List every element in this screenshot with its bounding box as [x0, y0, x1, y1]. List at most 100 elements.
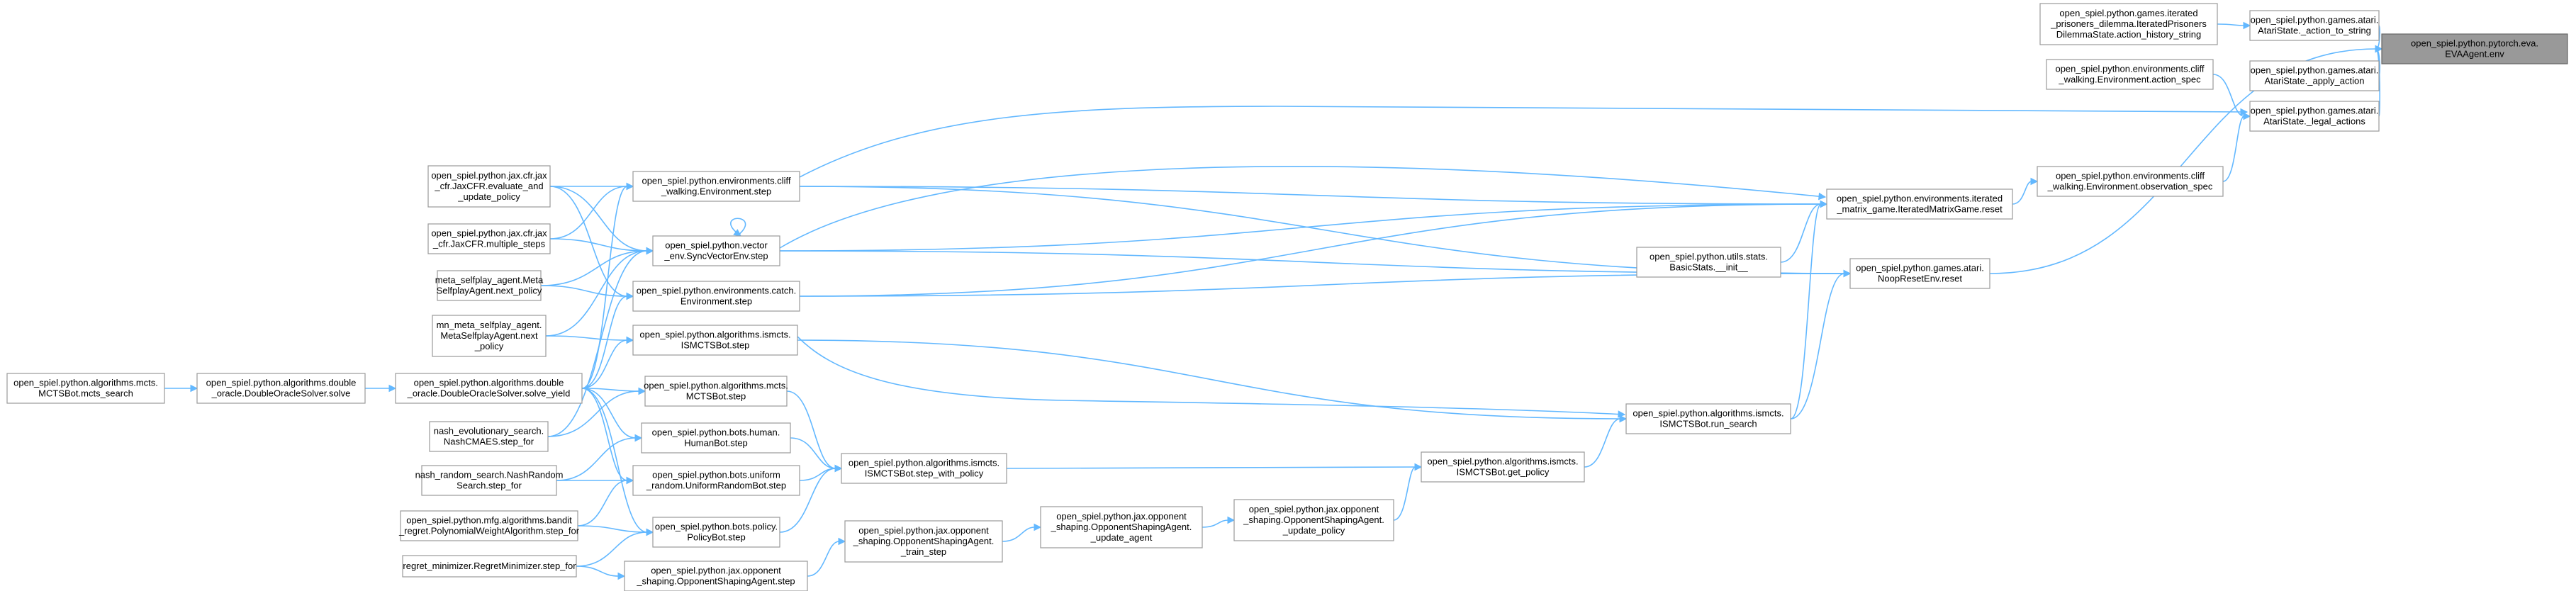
node-label-line: open_spiel.python.games.atari.	[2251, 15, 2379, 26]
node-box	[427, 223, 551, 254]
node-label-line: Environment.step	[681, 296, 752, 307]
edge-basicstats_init-to-img_reset	[1780, 203, 1822, 263]
node-box	[6, 373, 165, 404]
node-label-line: Search.step_for	[457, 480, 522, 491]
node-box	[196, 373, 366, 404]
node-label-line: open_spiel.python.algorithms.mcts.	[13, 378, 158, 388]
edge-bandit_regret-to-policy_step	[577, 525, 648, 533]
edge-uniform_step-to-ismcts_step_with_policy	[799, 468, 836, 481]
edge-ismcts_step-to-ismcts_run_search-arrowhead	[1619, 415, 1628, 423]
node-mn-meta-next-policy[interactable]: mn_meta_selfplay_agent.MetaSelfplayAgent…	[432, 315, 547, 357]
node-label-line: _policy	[474, 341, 504, 351]
node-noop-reset[interactable]: open_spiel.python.games.atari.NoopResetE…	[1849, 258, 1990, 289]
edge-nash_random-to-human_step-arrowhead	[634, 434, 643, 442]
node-ismcts-step[interactable]: open_spiel.python.algorithms.ismcts.ISMC…	[632, 325, 798, 356]
node-cliff-step[interactable]: open_spiel.python.environments.cliff_wal…	[632, 171, 800, 202]
node-bandit-regret[interactable]: open_spiel.python.mfg.algorithms.bandit_…	[398, 510, 580, 541]
node-label-line: _update_policy	[1282, 525, 1345, 536]
node-cliff-obs-spec[interactable]: open_spiel.python.environments.cliff_wal…	[2037, 166, 2224, 197]
node-regret-min[interactable]: regret_minimizer.RegretMinimizer.step_fo…	[402, 555, 577, 578]
node-jaxcfr-multi[interactable]: open_spiel.python.jax.cfr.jax_cfr.JaxCFR…	[427, 223, 551, 254]
node-label-line: open_spiel.python.algorithms.mcts.	[644, 381, 788, 391]
node-cliff-action-spec[interactable]: open_spiel.python.environments.cliff_wal…	[2046, 59, 2214, 90]
node-nash-random[interactable]: nash_random_search.NashRandomSearch.step…	[415, 465, 564, 496]
node-label-line: ISMCTSBot.get_policy	[1457, 467, 1550, 478]
node-label-line: _update_agent	[1090, 532, 1153, 543]
node-ismcts-run-search[interactable]: open_spiel.python.algorithms.ismcts.ISMC…	[1625, 403, 1791, 434]
node-legal-actions[interactable]: open_spiel.python.games.atari.AtariState…	[2249, 101, 2380, 132]
node-label-line: _matrix_game.IteratedMatrixGame.reset	[1836, 204, 2003, 215]
node-dos-solve-yield[interactable]: open_spiel.python.algorithms.double_orac…	[395, 373, 583, 404]
node-nash-cmaes[interactable]: nash_evolutionary_search.NashCMAES.step_…	[429, 421, 549, 452]
node-label-line: _prisoners_dilemma.IteratedPrisoners	[2050, 18, 2207, 29]
edge-dos_solve_yield-to-cliff_step	[581, 186, 628, 389]
node-osa-update-policy[interactable]: open_spiel.python.jax.opponent_shaping.O…	[1233, 499, 1394, 541]
node-box	[2046, 59, 2214, 90]
edge-osa_train_step-to-osa_update_agent-arrowhead	[1034, 523, 1042, 531]
node-ismcts-step-with-policy[interactable]: open_spiel.python.algorithms.ismcts.ISMC…	[841, 453, 1007, 484]
node-label-line: _env.SyncVectorEnv.step	[663, 251, 768, 261]
node-label-line: open_spiel.python.jax.opponent	[1249, 504, 1379, 514]
node-action-to-string[interactable]: open_spiel.python.games.atari.AtariState…	[2249, 10, 2380, 41]
node-label-line: _cfr.JaxCFR.multiple_steps	[432, 239, 546, 249]
edge-cliff_obs_spec-to-legal_actions	[2222, 116, 2245, 182]
edge-dos_solve-to-dos_solve_yield-arrowhead	[388, 384, 397, 393]
call-nodes: open_spiel.python.pytorch.eva.EVAAgent.e…	[6, 3, 2568, 591]
node-label-line: open_spiel.python.games.iterated	[2059, 8, 2197, 18]
edge-vector_step-to-vector_step-long-arrowhead	[733, 229, 741, 237]
node-ismcts-get-policy[interactable]: open_spiel.python.algorithms.ismcts.ISMC…	[1421, 451, 1585, 483]
node-box	[841, 453, 1007, 484]
node-catch-step[interactable]: open_spiel.python.environments.catch.Env…	[632, 281, 800, 312]
node-label-line: ISMCTSBot.step_with_policy	[865, 468, 984, 479]
edge-nash_cmaes-to-mcts_step-arrowhead	[638, 387, 646, 395]
node-box	[429, 421, 549, 452]
node-basicstats-init[interactable]: open_spiel.python.utils.stats.BasicStats…	[1636, 247, 1781, 278]
node-label-line: _random.UniformRandomBot.step	[646, 480, 786, 491]
node-label-line: _oracle.DoubleOracleSolver.solve	[211, 388, 351, 399]
node-jaxcfr-eval[interactable]: open_spiel.python.jax.cfr.jax_cfr.JaxCFR…	[427, 165, 551, 208]
node-dos-solve[interactable]: open_spiel.python.algorithms.double_orac…	[196, 373, 366, 404]
node-label-line: open_spiel.python.algorithms.ismcts.	[639, 330, 790, 340]
node-label-line: open_spiel.python.jax.opponent	[858, 525, 989, 536]
node-policy-step[interactable]: open_spiel.python.bots.policy.PolicyBot.…	[652, 517, 780, 548]
node-box	[402, 555, 577, 578]
node-apply-action[interactable]: open_spiel.python.games.atari.AtariState…	[2249, 60, 2380, 91]
edge-jaxcfr_eval-to-catch_step	[549, 186, 628, 297]
node-root[interactable]: open_spiel.python.pytorch.eva.EVAAgent.e…	[2381, 33, 2568, 64]
node-label-line: open_spiel.python.algorithms.double	[414, 378, 564, 388]
edge-mcts_step-to-ismcts_step_with_policy	[786, 390, 836, 469]
node-mcts-step[interactable]: open_spiel.python.algorithms.mcts.MCTSBo…	[644, 376, 788, 407]
node-box	[624, 561, 808, 591]
node-label-line: BasicStats.__init__	[1669, 262, 1748, 273]
node-mcts-search[interactable]: open_spiel.python.algorithms.mcts.MCTSBo…	[6, 373, 165, 404]
node-box	[1233, 499, 1394, 541]
edge-policy_step-to-ismcts_step_with_policy-arrowhead	[834, 464, 843, 473]
node-label-line: open_spiel.python.utils.stats.	[1650, 252, 1768, 262]
edge-mn_meta_next_policy-to-ismcts_step	[545, 335, 628, 341]
edge-meta_next_policy-to-vector_step	[540, 250, 648, 286]
node-label-line: PolicyBot.step	[687, 532, 745, 543]
node-box	[437, 270, 542, 301]
node-box	[2381, 33, 2568, 64]
call-edges	[164, 21, 2383, 580]
node-osa-step[interactable]: open_spiel.python.jax.opponent_shaping.O…	[624, 561, 808, 591]
node-meta-next-policy[interactable]: meta_selfplay_agent.MetaSelfplayAgent.ne…	[435, 270, 544, 301]
node-box	[1826, 188, 2013, 220]
edge-ismcts_step_with_policy-to-ismcts_get_policy	[1006, 466, 1416, 469]
edge-vector_step-to-img_reset-long-arrowhead	[1818, 192, 1827, 201]
node-label-line: MCTSBot.step	[686, 391, 746, 402]
node-osa-train-step[interactable]: open_spiel.python.jax.opponent_shaping.O…	[844, 520, 1003, 563]
node-osa-update-agent[interactable]: open_spiel.python.jax.opponent_shaping.O…	[1040, 506, 1203, 548]
edge-vector_step-to-vector_step-long	[730, 218, 746, 237]
node-human-step[interactable]: open_spiel.python.bots.human.HumanBot.st…	[641, 422, 791, 454]
node-img-reset[interactable]: open_spiel.python.environments.iterated_…	[1826, 188, 2013, 220]
node-vector-step[interactable]: open_spiel.python.vector_env.SyncVectorE…	[652, 235, 780, 266]
node-ipd-history[interactable]: open_spiel.python.games.iterated_prisone…	[2039, 3, 2218, 45]
edge-ismcts_run_search-to-noop_reset	[1790, 273, 1845, 420]
node-box	[427, 165, 551, 208]
edge-jaxcfr_multi-to-cliff_step	[549, 186, 628, 240]
node-label-line: open_spiel.python.algorithms.ismcts.	[1427, 456, 1578, 467]
node-uniform-step[interactable]: open_spiel.python.bots.uniform_random.Un…	[632, 465, 800, 496]
edge-vector_step-to-img_reset-long	[779, 166, 1826, 249]
